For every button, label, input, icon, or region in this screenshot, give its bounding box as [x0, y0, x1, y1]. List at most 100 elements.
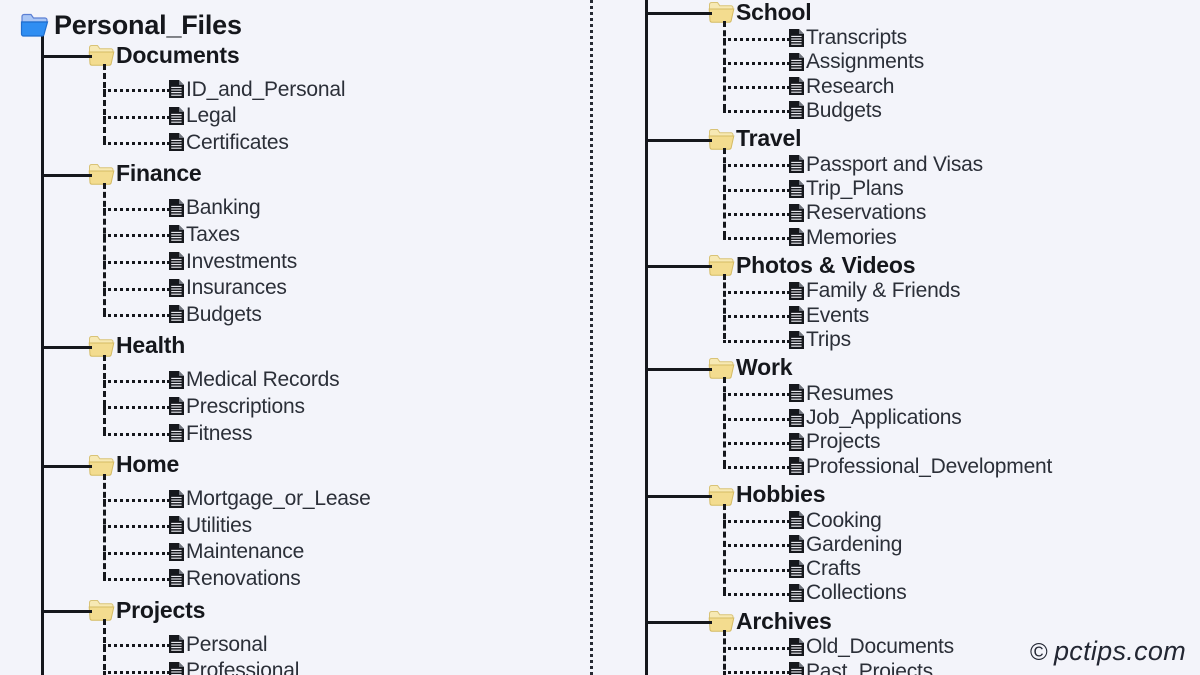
- document-icon: [168, 251, 185, 271]
- file-node[interactable]: Past_Projects: [788, 658, 933, 675]
- file-node[interactable]: Trips: [788, 327, 851, 353]
- tree-subbranch: [723, 520, 790, 523]
- folder-label: Photos & Videos: [736, 251, 916, 278]
- file-node[interactable]: Resumes: [788, 380, 893, 406]
- file-label: Banking: [186, 196, 261, 220]
- file-label: Family & Friends: [806, 279, 961, 303]
- file-node[interactable]: Insurances: [168, 275, 287, 301]
- document-icon: [168, 515, 185, 535]
- document-icon: [788, 203, 805, 223]
- file-label: Gardening: [806, 532, 903, 556]
- tree-subbranch: [723, 110, 790, 114]
- file-node[interactable]: Passport and Visas: [788, 151, 983, 177]
- file-label: Legal: [186, 104, 237, 128]
- folder-icon: [88, 43, 115, 67]
- folder-node[interactable]: School: [708, 0, 812, 27]
- document-icon: [168, 370, 185, 390]
- file-label: Utilities: [186, 513, 252, 537]
- file-label: Memories: [806, 225, 897, 249]
- file-node[interactable]: Family & Friends: [788, 278, 961, 304]
- file-node[interactable]: Gardening: [788, 531, 902, 557]
- file-node[interactable]: Old_Documents: [788, 634, 954, 660]
- file-label: Reservations: [806, 201, 927, 225]
- file-node[interactable]: Professional: [168, 658, 299, 675]
- folder-node[interactable]: Hobbies: [708, 480, 826, 510]
- document-icon: [788, 330, 805, 350]
- file-node[interactable]: Utilities: [168, 512, 252, 538]
- tree-branch: [41, 345, 92, 349]
- file-node[interactable]: Budgets: [788, 97, 882, 123]
- document-icon: [788, 456, 805, 476]
- file-label: Job_Applications: [806, 406, 962, 430]
- file-node[interactable]: Assignments: [788, 49, 924, 75]
- file-label: Renovations: [186, 566, 301, 590]
- folder-icon: [88, 334, 115, 358]
- file-node[interactable]: Collections: [788, 580, 907, 606]
- folder-node[interactable]: Archives: [708, 606, 832, 636]
- tree-subbranch: [103, 525, 170, 529]
- file-node[interactable]: Personal: [168, 631, 267, 657]
- file-label: Crafts: [806, 557, 861, 581]
- folder-node[interactable]: Travel: [708, 124, 801, 154]
- tree-subbranch: [103, 644, 170, 647]
- folder-node[interactable]: Finance: [88, 159, 202, 189]
- file-label: Resumes: [806, 381, 894, 405]
- folder-node[interactable]: Work: [708, 353, 792, 383]
- file-label: Prescriptions: [186, 394, 305, 418]
- root-folder-node[interactable]: Personal_Files: [20, 8, 242, 42]
- file-node[interactable]: Banking: [168, 195, 261, 221]
- file-node[interactable]: Transcripts: [788, 25, 907, 51]
- document-icon: [168, 79, 185, 99]
- folder-label: Home: [116, 451, 180, 478]
- document-icon: [168, 489, 185, 509]
- tree-branch: [645, 12, 712, 15]
- folder-node[interactable]: Home: [88, 450, 179, 480]
- file-node[interactable]: Trip_Plans: [788, 176, 904, 202]
- file-node[interactable]: Investments: [168, 248, 297, 274]
- file-label: Taxes: [186, 222, 240, 246]
- folder-node[interactable]: Health: [88, 331, 185, 361]
- file-node[interactable]: Maintenance: [168, 539, 304, 565]
- file-node[interactable]: Fitness: [168, 420, 252, 446]
- document-icon: [788, 559, 805, 579]
- file-node[interactable]: Certificates: [168, 129, 289, 155]
- tree-subbranch: [723, 417, 790, 421]
- folder-node[interactable]: Photos & Videos: [708, 250, 916, 280]
- tree-subbranch: [723, 466, 790, 470]
- document-icon: [788, 534, 805, 554]
- document-icon: [788, 383, 805, 403]
- folder-node[interactable]: Documents: [88, 40, 240, 70]
- tree-subbranch: [103, 433, 170, 436]
- file-node[interactable]: Cooking: [788, 507, 882, 533]
- file-node[interactable]: Projects: [788, 429, 880, 455]
- file-label: ID_and_Personal: [186, 77, 346, 101]
- tree-subbranch: [103, 115, 170, 119]
- folder-node[interactable]: Projects: [88, 595, 205, 625]
- document-icon: [788, 661, 805, 675]
- file-node[interactable]: Job_Applications: [788, 405, 962, 431]
- file-node[interactable]: Renovations: [168, 565, 301, 591]
- file-node[interactable]: Events: [788, 302, 869, 328]
- file-node[interactable]: Professional_Development: [788, 453, 1052, 479]
- file-label: Maintenance: [186, 540, 305, 564]
- file-node[interactable]: Reservations: [788, 200, 926, 226]
- tree-subbranch: [103, 261, 170, 264]
- file-node[interactable]: Crafts: [788, 556, 861, 582]
- document-icon: [788, 154, 805, 174]
- file-node[interactable]: Memories: [788, 224, 897, 250]
- file-node[interactable]: ID_and_Personal: [168, 76, 345, 102]
- file-node[interactable]: Taxes: [168, 221, 240, 247]
- tree-subbranch: [103, 670, 170, 674]
- file-label: Medical Records: [186, 368, 340, 392]
- file-node[interactable]: Medical Records: [168, 367, 340, 393]
- file-node[interactable]: Prescriptions: [168, 393, 305, 419]
- file-node[interactable]: Legal: [168, 103, 237, 129]
- file-node[interactable]: Research: [788, 73, 894, 99]
- root-folder-label: Personal_Files: [54, 9, 242, 40]
- tree-subbranch: [723, 188, 790, 192]
- file-node[interactable]: Budgets: [168, 301, 262, 327]
- folder-icon: [708, 356, 735, 380]
- file-node[interactable]: Mortgage_or_Lease: [168, 486, 371, 512]
- folder-label: School: [736, 0, 812, 25]
- document-icon: [788, 28, 805, 48]
